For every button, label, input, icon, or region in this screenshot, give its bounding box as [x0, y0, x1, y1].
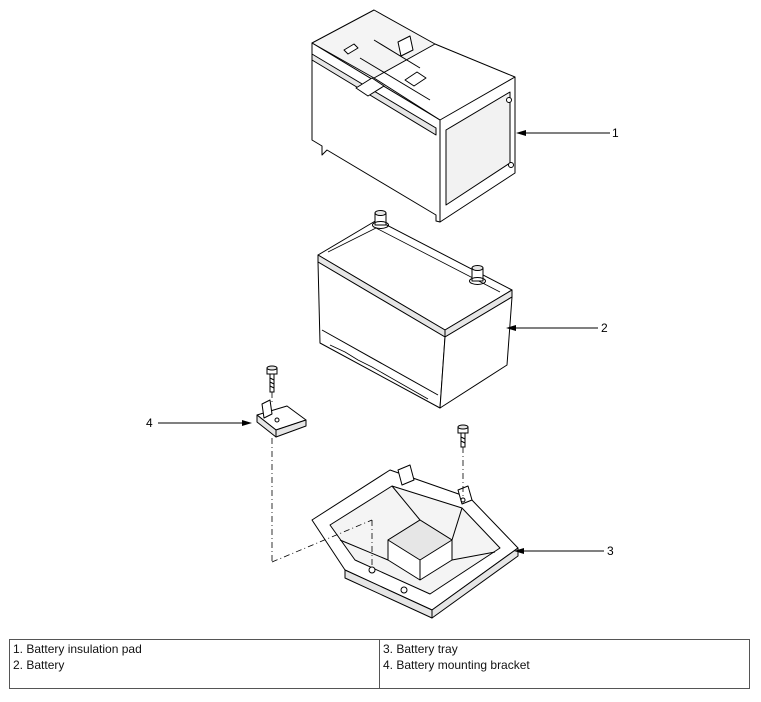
callout-4: 4	[146, 416, 252, 430]
legend-item-2: 2. Battery	[13, 658, 65, 672]
callout-3: 3	[514, 544, 614, 558]
callout-number-1: 1	[612, 126, 619, 140]
legend-column-left: 1. Battery insulation pad 2. Battery	[10, 640, 379, 688]
bracket-bolt	[266, 365, 278, 393]
battery-mounting-bracket	[256, 399, 307, 438]
parts-legend-table: 1. Battery insulation pad 2. Battery 3. …	[9, 639, 750, 689]
legend-item-1: 1. Battery insulation pad	[13, 642, 142, 656]
tray-bolt	[457, 424, 469, 448]
legend-column-right: 3. Battery tray 4. Battery mounting brac…	[379, 640, 749, 688]
legend-item-3: 3. Battery tray	[383, 642, 458, 656]
battery-tray	[311, 464, 519, 619]
callout-1: 1	[516, 126, 619, 140]
callout-number-2: 2	[601, 321, 608, 335]
callout-2: 2	[506, 321, 608, 335]
legend-item-4: 4. Battery mounting bracket	[383, 658, 530, 672]
callout-number-4: 4	[146, 416, 153, 430]
callout-number-3: 3	[607, 544, 614, 558]
assembly-guide-lines	[271, 392, 464, 566]
exploded-view-diagram: 1 2 3 4	[146, 9, 619, 619]
battery-insulation-pad	[311, 9, 516, 223]
battery	[317, 210, 513, 409]
